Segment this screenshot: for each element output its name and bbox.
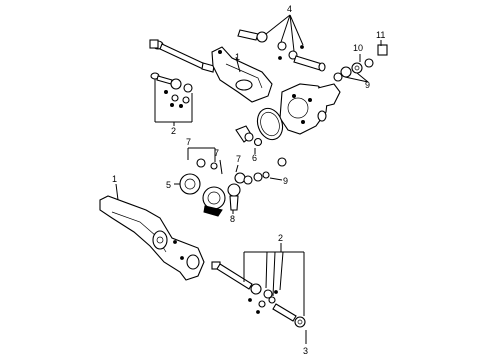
callout-10: 10 — [353, 43, 363, 53]
callout-6: 6 — [252, 153, 257, 163]
callout-7-right: 7 — [236, 154, 241, 164]
lower-axle-housing — [99, 183, 205, 281]
callout-labels: 1 1 2 2 3 4 5 6 7 7 7 8 9 9 10 11 — [112, 4, 385, 356]
differential-carrier-housing — [279, 83, 341, 135]
pinion-seal-stack — [333, 40, 388, 83]
callout-1-upper: 1 — [235, 52, 240, 62]
bearing-shim-stack — [235, 125, 287, 167]
upper-axle-shaft — [149, 39, 215, 73]
callout-7-middle: 7 — [214, 148, 219, 158]
callout-9-upper: 9 — [365, 80, 370, 90]
callout-11: 11 — [376, 30, 385, 40]
callout-1-lower: 1 — [112, 174, 117, 184]
callout-8: 8 — [230, 214, 235, 224]
callout-2-upper: 2 — [171, 126, 176, 136]
callout-4: 4 — [287, 4, 292, 14]
callout-9-lower: 9 — [283, 176, 288, 186]
upper-axle-arm — [211, 46, 273, 103]
callout-5: 5 — [166, 180, 171, 190]
ring-and-pinion-gears — [174, 147, 283, 217]
carrier-gasket — [256, 107, 284, 141]
callout-3: 3 — [303, 346, 308, 356]
upper-u-joint-kit — [150, 72, 193, 126]
callout-7-left: 7 — [186, 137, 191, 147]
callout-2-lower: 2 — [278, 233, 283, 243]
spindle-parts-group — [237, 14, 326, 72]
lower-axle-shaft — [211, 243, 307, 344]
